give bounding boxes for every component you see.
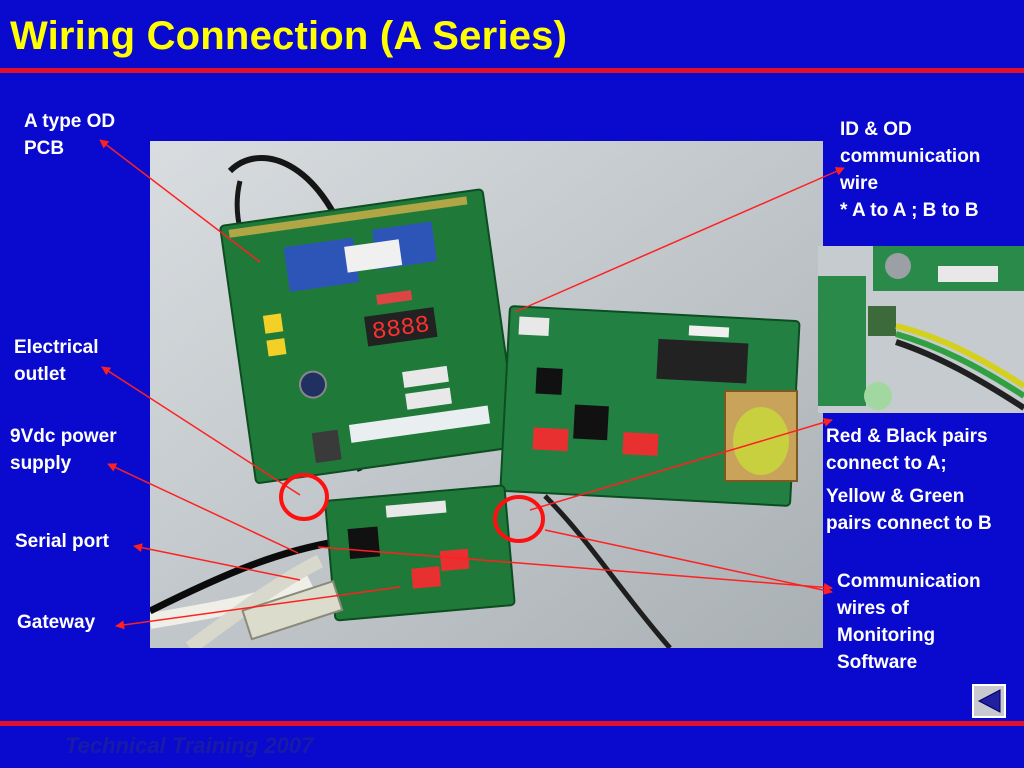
label-line: Communication [837, 571, 981, 592]
label-line: PCB [24, 138, 65, 159]
arrow-serial-port [133, 543, 301, 581]
label-line: pairs connect to B [826, 513, 992, 534]
label-line: supply [10, 453, 72, 474]
label-electrical-outlet: Electrical outlet [14, 334, 99, 388]
arrow-yellow-green [529, 418, 833, 511]
slide-title: Wiring Connection (A Series) [10, 14, 568, 58]
arrow-monitoring-1 [317, 546, 833, 592]
arrow-monitoring-2 [544, 529, 833, 595]
label-line: Red & Black pairs [826, 426, 988, 447]
arrow-power-supply [107, 463, 299, 554]
top-divider [0, 68, 1024, 73]
label-line: A type OD [24, 111, 116, 132]
label-line: wires of [837, 598, 909, 619]
highlight-ring-connector [493, 495, 545, 543]
arrow-id-od-wire [514, 167, 845, 313]
label-line: Monitoring [837, 625, 936, 646]
highlight-ring-outlet [279, 473, 329, 521]
label-serial-port: Serial port [15, 528, 109, 555]
label-line: ID & OD [840, 119, 912, 140]
label-line: Gateway [17, 612, 96, 633]
label-power-supply: 9Vdc power supply [10, 423, 117, 477]
label-line: wire [840, 173, 879, 194]
back-triangle-icon [977, 689, 1001, 713]
label-red-black: Red & Black pairs connect to A; [826, 423, 988, 477]
label-line: 9Vdc power [10, 426, 117, 447]
label-id-od-wire: ID & OD communication wire * A to A ; B … [840, 116, 980, 224]
label-line: outlet [14, 364, 66, 385]
label-line: Serial port [15, 531, 109, 552]
label-gateway: Gateway [17, 609, 95, 636]
connector-inset-photo [818, 246, 1024, 413]
label-line: Electrical [14, 337, 99, 358]
label-monitoring-wires: Communication wires of Monitoring Softwa… [837, 568, 981, 676]
label-line: Yellow & Green [826, 486, 965, 507]
label-yellow-green: Yellow & Green pairs connect to B [826, 483, 992, 537]
arrow-od-pcb [99, 139, 261, 263]
bottom-divider [0, 721, 1024, 726]
arrow-gateway [115, 586, 401, 630]
arrow-electrical-outlet [101, 366, 301, 496]
connector-inset-illustration [818, 246, 1024, 413]
label-od-pcb: A type OD PCB [24, 108, 115, 162]
footer-text: Technical Training 2007 [65, 733, 314, 758]
label-line: * A to A ; B to B [840, 200, 979, 221]
label-line: connect to A; [826, 453, 947, 474]
label-line: Software [837, 652, 918, 673]
back-button[interactable] [972, 684, 1006, 718]
label-line: communication [840, 146, 981, 167]
